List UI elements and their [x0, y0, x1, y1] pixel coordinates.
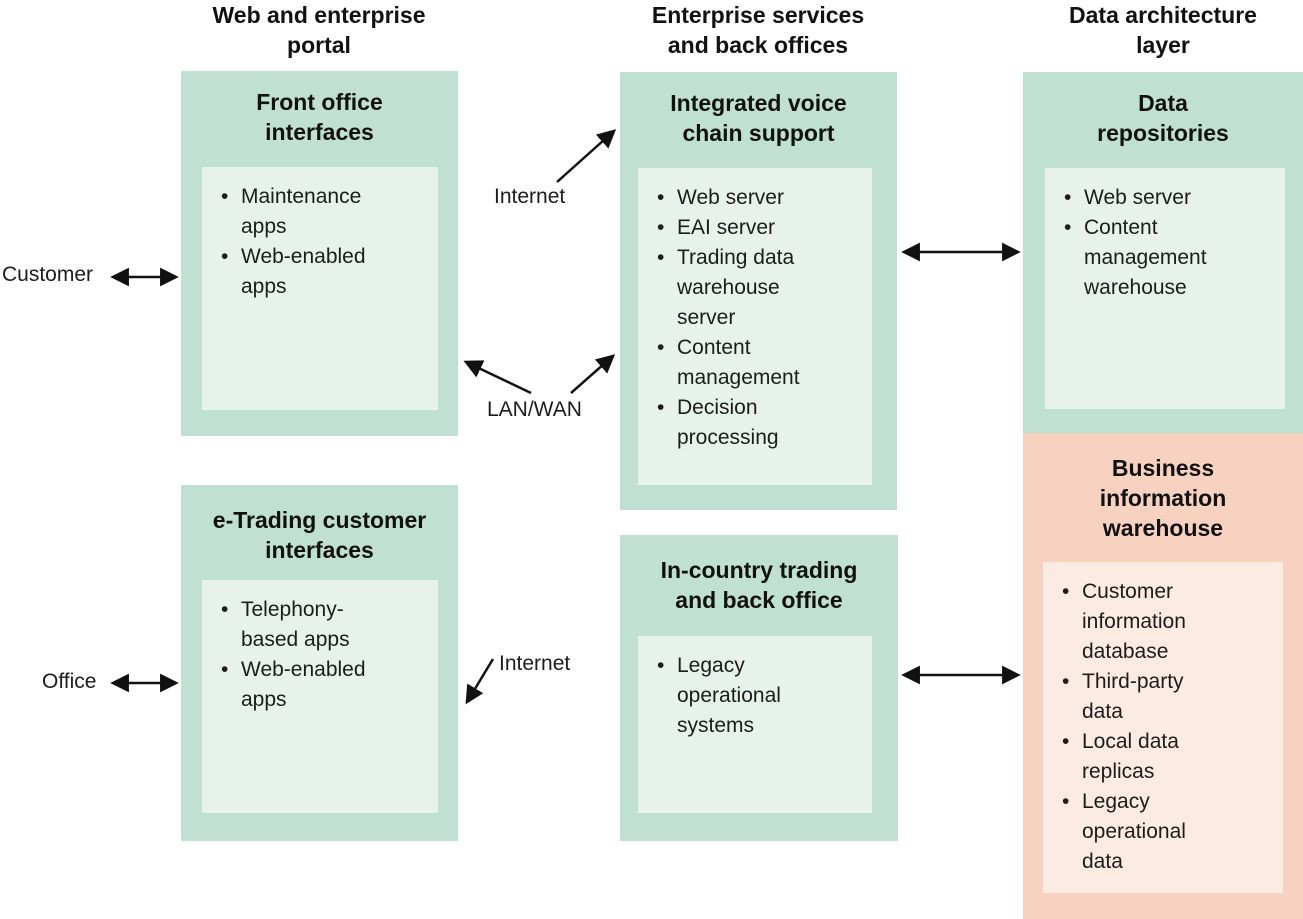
bullet-list: Telephony-based apps Web-enabled apps: [202, 580, 438, 715]
column-header-enterprise-services: Enterprise services and back offices: [651, 2, 865, 58]
lanwan-left-arrow: [463, 360, 532, 395]
bullet-list: Maintenance apps Web-enabled apps: [202, 167, 438, 302]
box-content-panel: Maintenance apps Web-enabled apps: [202, 167, 438, 410]
box-integrated-voice-chain-support: Integrated voice chain support Web serve…: [620, 72, 897, 510]
box-title: e-Trading customer interfaces: [212, 507, 427, 563]
column-header-web-portal: Web and enterprise portal: [212, 2, 426, 58]
list-item: EAI server: [657, 213, 817, 243]
list-item: Web-enabled apps: [221, 655, 381, 715]
column-header-data-architecture: Data architecture layer: [1069, 2, 1257, 58]
list-item: Telephony-based apps: [221, 595, 381, 655]
box-content-panel: Legacy operational systems: [638, 636, 872, 813]
box-title: Data repositories: [1097, 90, 1229, 146]
list-item: Legacy operational data: [1062, 787, 1222, 877]
lanwan-right-arrow: [570, 354, 616, 394]
box-incountry-trading-back-office: In-country trading and back office Legac…: [620, 535, 898, 841]
list-item: Web server: [1064, 183, 1224, 213]
label-lan-wan: LAN/WAN: [487, 398, 582, 421]
box-title: In-country trading and back office: [660, 557, 858, 613]
box-title: Business information warehouse: [1099, 455, 1227, 541]
box-business-information-warehouse: Business information warehouse Customer …: [1023, 433, 1303, 919]
box-title: Front office interfaces: [256, 89, 383, 145]
label-internet-bottom: Internet: [499, 652, 571, 675]
bullet-list: Web server Content management warehouse: [1045, 168, 1285, 303]
label-office: Office: [42, 670, 97, 693]
list-item: Trading data warehouse server: [657, 243, 817, 333]
box-content-panel: Telephony-based apps Web-enabled apps: [202, 580, 438, 813]
list-item: Third-party data: [1062, 667, 1222, 727]
list-item: Web server: [657, 183, 817, 213]
label-internet-top: Internet: [494, 185, 566, 208]
internet-top-arrow: [556, 129, 617, 183]
box-content-panel: Web server EAI server Trading data wareh…: [638, 168, 872, 485]
list-item: Maintenance apps: [221, 182, 381, 242]
list-item: Customer information database: [1062, 577, 1222, 667]
list-item: Decision processing: [657, 393, 817, 453]
box-etrading-customer-interfaces: e-Trading customer interfaces Telephony-…: [181, 485, 458, 841]
label-customer: Customer: [2, 263, 94, 286]
bullet-list: Web server EAI server Trading data wareh…: [638, 168, 872, 453]
bullet-list: Customer information database Third-part…: [1043, 562, 1283, 877]
box-data-repositories: Data repositories Web server Content man…: [1023, 72, 1303, 433]
list-item: Content management: [657, 333, 817, 393]
box-content-panel: Customer information database Third-part…: [1043, 562, 1283, 893]
box-front-office-interfaces: Front office interfaces Maintenance apps…: [181, 71, 458, 436]
internet-bottom-arrow: [465, 658, 495, 705]
list-item: Web-enabled apps: [221, 242, 381, 302]
list-item: Local data replicas: [1062, 727, 1222, 787]
box-content-panel: Web server Content management warehouse: [1045, 168, 1285, 409]
list-item: Legacy operational systems: [657, 651, 817, 741]
list-item: Content management warehouse: [1064, 213, 1224, 303]
box-title: Integrated voice chain support: [670, 90, 847, 146]
bullet-list: Legacy operational systems: [638, 636, 872, 741]
